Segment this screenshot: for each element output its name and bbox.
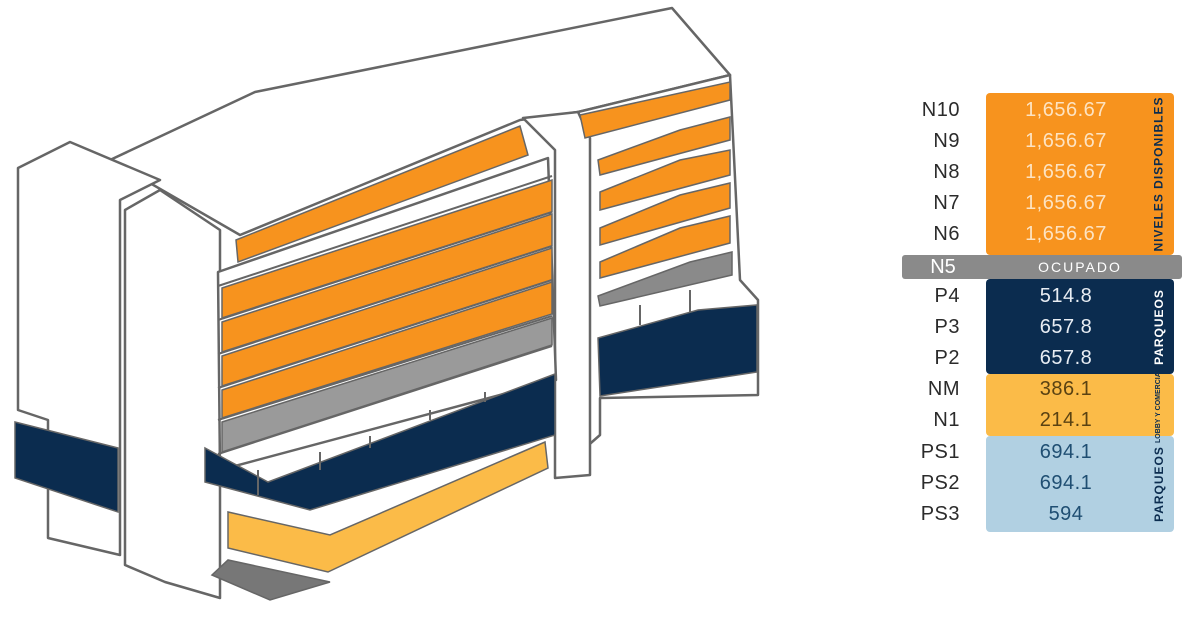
level-label: P3 xyxy=(934,316,960,338)
occupied-level-label: N5 xyxy=(930,256,956,278)
level-value: 214.1 xyxy=(1039,409,1093,431)
podium-parking xyxy=(204,372,556,511)
group-tag-parqueos: PARQUEOS xyxy=(1152,288,1167,365)
left-parking xyxy=(14,421,119,514)
level-value: 514.8 xyxy=(1039,285,1093,307)
level-label: PS3 xyxy=(920,503,960,525)
slab-band xyxy=(221,280,553,420)
level-label: PS2 xyxy=(920,472,960,494)
level-value: 657.8 xyxy=(1039,347,1093,369)
wing-band xyxy=(599,149,731,211)
occupied-status: OCUPADO xyxy=(1038,259,1122,275)
central-column xyxy=(123,188,222,600)
group-tag-basement: PARQUEOS xyxy=(1152,446,1167,522)
level-value: 657.8 xyxy=(1039,316,1093,338)
level-label: PS1 xyxy=(920,441,960,463)
group-tag-disponibles: NIVELES DISPONIBLES xyxy=(1152,96,1166,252)
group-box-lobby xyxy=(986,374,1174,436)
wing-band xyxy=(599,215,731,279)
group-box-disponibles xyxy=(986,93,1174,255)
level-value: 386.1 xyxy=(1039,378,1093,400)
wing-band xyxy=(599,182,731,246)
level-value: 694.1 xyxy=(1039,441,1093,463)
slab-band-occupied xyxy=(221,316,553,454)
level-value: 1,656.67 xyxy=(1025,192,1107,214)
wing-band xyxy=(597,116,731,176)
level-label: N6 xyxy=(933,223,960,245)
level-label: N10 xyxy=(921,99,960,121)
level-value: 1,656.67 xyxy=(1025,161,1107,183)
slab-band xyxy=(235,124,529,264)
wing-parking xyxy=(597,304,758,397)
level-label: N7 xyxy=(933,192,960,214)
level-value: 594 xyxy=(1048,503,1084,525)
group-box-parqueos xyxy=(986,279,1174,374)
building-illustration xyxy=(14,6,760,601)
level-label: NM xyxy=(927,378,960,400)
level-label: P4 xyxy=(934,285,960,307)
level-value: 694.1 xyxy=(1039,472,1093,494)
level-label: N1 xyxy=(933,409,960,431)
basement-shadow xyxy=(210,559,331,601)
wing-band xyxy=(579,81,731,139)
occupied-bar xyxy=(902,255,1182,279)
level-label: P2 xyxy=(934,347,960,369)
group-tag-lobby: LOBBY Y COMERCIAL xyxy=(1155,367,1163,443)
level-label: N9 xyxy=(933,130,960,152)
level-value: 1,656.67 xyxy=(1025,130,1107,152)
right-column xyxy=(521,110,592,480)
lobby-glass xyxy=(227,440,549,573)
level-value: 1,656.67 xyxy=(1025,99,1107,121)
wing-band-occupied xyxy=(597,251,733,307)
level-label: N8 xyxy=(933,161,960,183)
level-value: 1,656.67 xyxy=(1025,223,1107,245)
group-box-basement xyxy=(986,436,1174,532)
